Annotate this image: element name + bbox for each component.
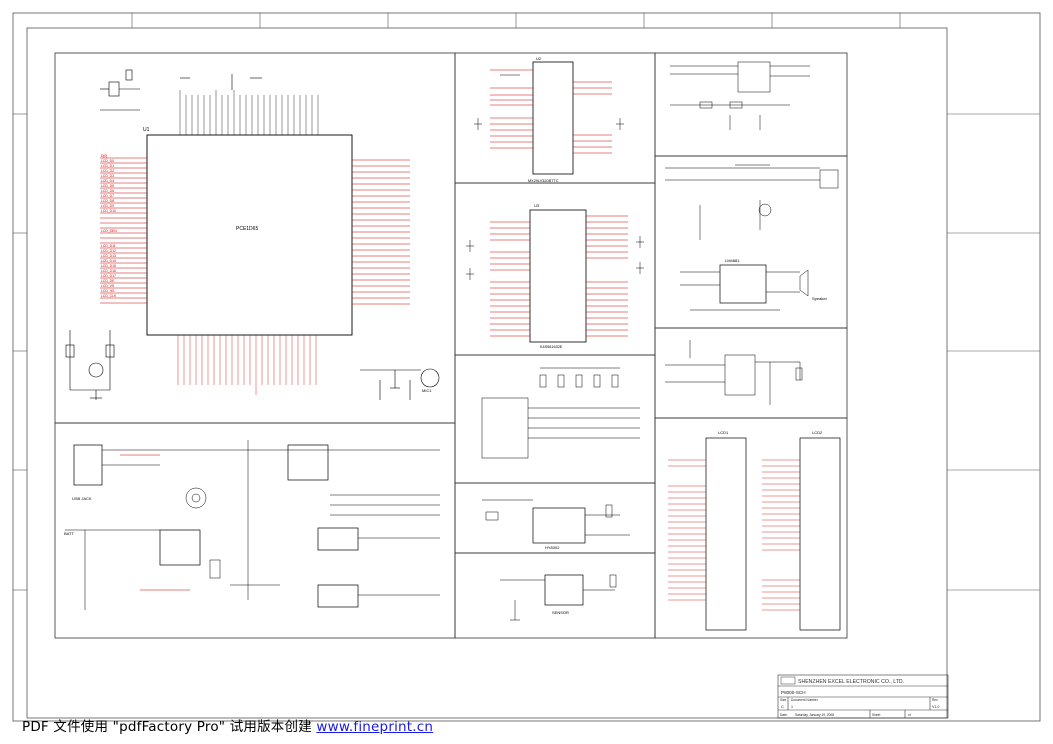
mic-label: MIC1 xyxy=(422,388,432,393)
svg-text:LCD_D17: LCD_D17 xyxy=(101,274,116,278)
svg-text:LCD_D0: LCD_D0 xyxy=(101,159,114,163)
block-borders xyxy=(54,52,848,639)
gsensor-block: SENSOR xyxy=(500,574,617,621)
company-name: SHENZHEN EXCEL ELECTRONIC CO., LTD. xyxy=(798,679,904,685)
title-block: SHENZHEN EXCEL ELECTRONIC CO., LTD. P800… xyxy=(777,674,949,719)
size-value: C xyxy=(781,704,784,709)
svg-text:LCD_D4: LCD_D4 xyxy=(101,179,114,183)
doc-number-label: Document Number xyxy=(791,698,819,702)
inner-frame xyxy=(26,27,948,719)
date-value: Saturday, January 19, 2008 xyxy=(795,713,834,717)
svg-text:LCD_D16: LCD_D16 xyxy=(101,269,116,273)
svg-text:LCD_HS: LCD_HS xyxy=(101,289,115,293)
size-label: Size xyxy=(780,698,786,702)
lcd1-ref: LCD1 xyxy=(718,430,729,435)
lcd-connectors: LCD1 LCD2 xyxy=(668,430,841,631)
sheet-of-label: of xyxy=(908,713,911,717)
sheet-title: P8000-SCH xyxy=(781,690,806,695)
svg-text:LCD_D11: LCD_D11 xyxy=(101,244,116,248)
u2-chip xyxy=(532,61,574,175)
svg-text:LCD_D15: LCD_D15 xyxy=(101,264,116,268)
svg-text:D[0]: D[0] xyxy=(101,154,107,158)
clock-block xyxy=(670,61,810,130)
svg-text:LCD_D7: LCD_D7 xyxy=(101,194,114,198)
svg-text:LCD_D10: LCD_D10 xyxy=(101,209,116,213)
svg-text:LCD_D2: LCD_D2 xyxy=(101,169,114,173)
usb-jack-label: USB JACK xyxy=(72,496,92,501)
u3-ref: U3 xyxy=(534,203,540,208)
zone-ticks xyxy=(13,13,1040,591)
svg-text:LCD_D13: LCD_D13 xyxy=(101,254,116,258)
svg-text:LCD_SEN: LCD_SEN xyxy=(101,229,117,233)
svg-text:LCD_DE: LCD_DE xyxy=(101,279,115,283)
u2-ref: U2 xyxy=(536,56,542,61)
pdf-watermark: PDF 文件使用 "pdfFactory Pro" 试用版本创建 www.fin… xyxy=(22,715,434,735)
u1-chip xyxy=(146,134,353,336)
mic-symbol xyxy=(420,368,440,388)
led-block xyxy=(665,340,803,405)
lcd2-ref: LCD2 xyxy=(812,430,823,435)
gsensor-part: SENSOR xyxy=(552,610,569,615)
u3-part: K4S561632E xyxy=(540,345,563,349)
speaker-label: Speaker xyxy=(812,296,828,301)
company-logo xyxy=(780,676,796,685)
svg-text:LCD_D14: LCD_D14 xyxy=(101,259,116,263)
svg-text:LCD_VS: LCD_VS xyxy=(101,284,115,288)
date-label: Date: xyxy=(780,713,788,717)
connector-block xyxy=(481,367,640,459)
rev-value: V1.0 xyxy=(932,705,939,709)
svg-text:LCD_D6: LCD_D6 xyxy=(101,189,114,193)
batt-label: BATT xyxy=(64,531,74,536)
doc-number-value: 1 xyxy=(791,705,793,709)
rtc-part: HY8302 xyxy=(545,545,560,550)
u3-chip xyxy=(529,209,587,343)
svg-text:LCD_D5: LCD_D5 xyxy=(101,184,114,188)
svg-text:LCD_D12: LCD_D12 xyxy=(101,249,116,253)
fineprint-link[interactable]: www.fineprint.cn xyxy=(316,719,434,735)
rtc-block: HY8302 xyxy=(482,499,630,550)
sdram-block: U3 K4S561632E xyxy=(466,203,644,349)
svg-text:LCD_CLK: LCD_CLK xyxy=(101,294,117,298)
rev-label: Rev xyxy=(932,698,938,702)
sheet-label: Sheet xyxy=(872,713,880,717)
flash-block: U2 MX29LV320BTTC xyxy=(474,56,624,183)
u1-ref: U1 xyxy=(143,127,150,133)
svg-text:LCD_D1: LCD_D1 xyxy=(101,164,114,168)
watermark-text: PDF 文件使用 "pdfFactory Pro" 试用版本创建 xyxy=(22,719,317,735)
svg-text:LCD_D3: LCD_D3 xyxy=(101,174,114,178)
power-block: USB JACK BATT xyxy=(64,440,440,610)
u1-part: PCE1D65 xyxy=(236,226,258,232)
svg-text:LCD_D9: LCD_D9 xyxy=(101,204,114,208)
outer-frame xyxy=(12,12,1041,722)
u2-part: MX29LV320BTTC xyxy=(528,179,559,183)
amp-part: LM4881 xyxy=(725,258,740,263)
svg-text:LCD_D8: LCD_D8 xyxy=(101,199,114,203)
audio-block: LM4881 Speaker xyxy=(665,164,839,311)
